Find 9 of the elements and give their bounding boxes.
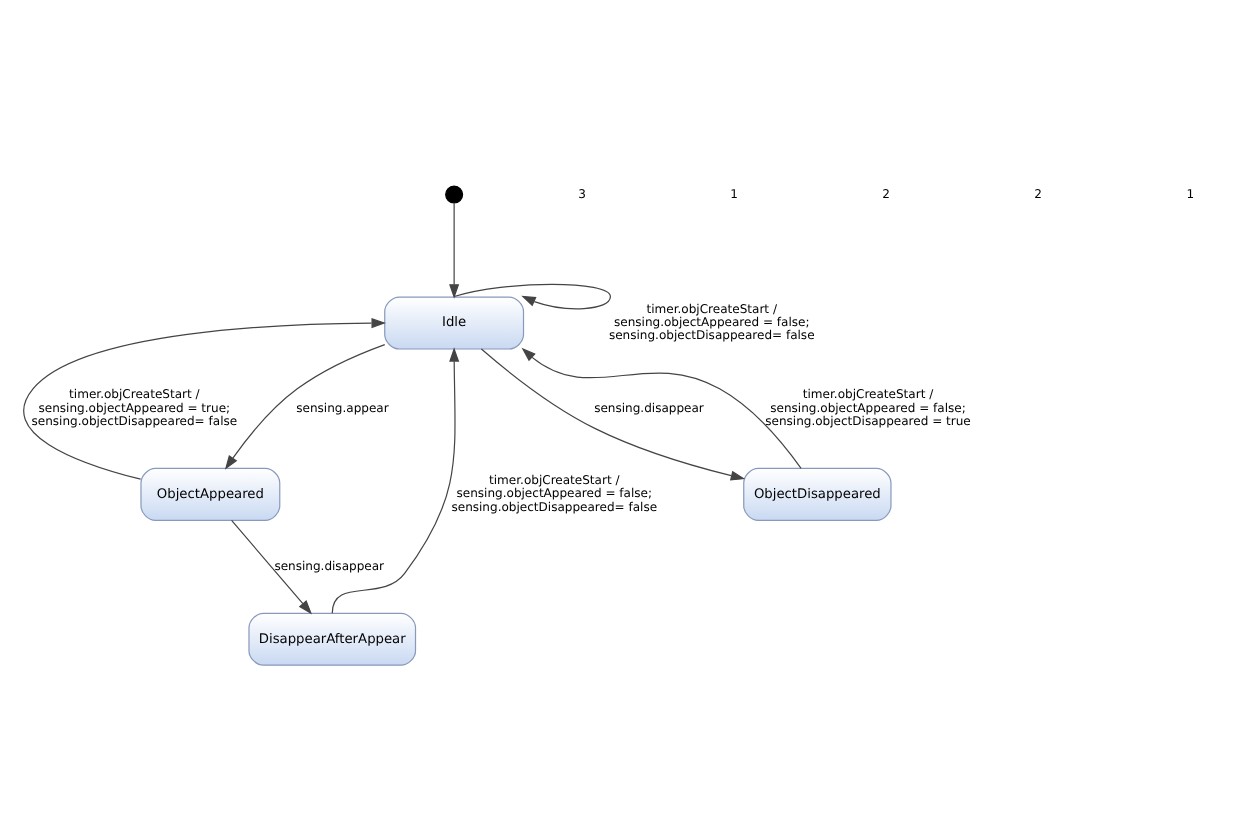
arrow xyxy=(231,519,313,615)
arrow xyxy=(449,202,460,299)
arrow xyxy=(480,348,746,481)
arrow xyxy=(331,347,460,614)
arrow xyxy=(453,283,611,310)
arrow xyxy=(521,347,802,469)
node-circle xyxy=(445,185,464,204)
arrow xyxy=(23,318,386,480)
arrow xyxy=(224,344,386,470)
